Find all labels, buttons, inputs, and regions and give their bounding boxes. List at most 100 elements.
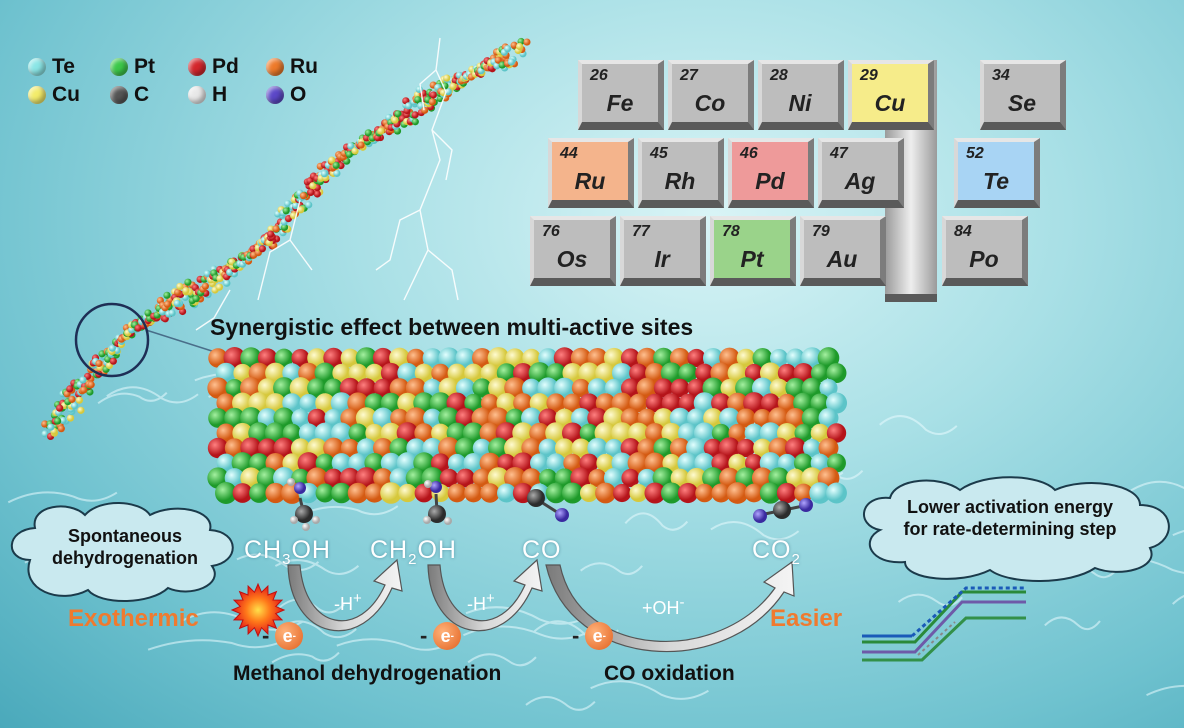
element-symbol: Cu: [874, 90, 906, 116]
atom: [324, 468, 343, 488]
atom: [391, 116, 399, 124]
atom: [406, 348, 426, 368]
atom: [801, 347, 823, 369]
atom: [424, 480, 432, 488]
atom: [203, 269, 211, 278]
atom: [545, 422, 567, 444]
atom: [703, 408, 723, 428]
atom: [305, 201, 313, 209]
methanol-dehydrogenation-label: Methanol dehydrogenation: [233, 662, 502, 685]
atom: [537, 377, 559, 399]
legend-item-pt: Pt: [110, 55, 188, 79]
atom: [555, 408, 574, 428]
atom: [411, 111, 419, 119]
atom-swatch-icon: [266, 58, 284, 76]
electron-icon: e-: [585, 622, 614, 650]
atom: [523, 38, 531, 46]
atom: [47, 423, 55, 431]
atom: [414, 96, 422, 104]
electron-icon: e-: [433, 622, 462, 650]
atom: [819, 378, 838, 398]
atom: [530, 453, 549, 473]
caustic-line: [710, 521, 800, 541]
atom: [786, 468, 805, 488]
atom: [825, 392, 848, 414]
atom: [328, 156, 336, 164]
atom: [207, 437, 229, 459]
atom: [380, 362, 402, 384]
atom: [404, 102, 413, 110]
atomic-number: 77: [632, 223, 650, 240]
atom: [320, 170, 329, 178]
atom: [794, 423, 813, 443]
atom: [295, 505, 313, 523]
atom: [488, 377, 509, 399]
atom: [661, 393, 682, 413]
atom: [620, 408, 641, 428]
atom: [776, 482, 798, 504]
atom: [216, 453, 236, 473]
atom: [554, 438, 575, 458]
atom: [687, 348, 706, 368]
atom: [272, 225, 280, 233]
atom: [297, 206, 305, 214]
atom: [355, 407, 378, 429]
atom: [510, 41, 518, 49]
atom: [356, 438, 377, 458]
atom: [66, 414, 75, 422]
atom: [405, 467, 427, 489]
atom: [653, 437, 674, 459]
atom: [736, 408, 756, 428]
atom: [785, 408, 806, 428]
atom: [637, 468, 657, 488]
atom: [192, 295, 200, 303]
atom: [464, 483, 483, 503]
atom: [555, 508, 569, 522]
atom: [216, 393, 236, 413]
element-symbol: Ni: [788, 90, 812, 116]
atom: [687, 378, 706, 398]
atom: [274, 348, 294, 368]
atom: [669, 407, 691, 429]
atom: [603, 347, 625, 369]
atom: [447, 363, 467, 383]
atom: [777, 363, 797, 383]
atomic-number: 76: [542, 223, 560, 240]
atom: [257, 348, 278, 368]
atom: [645, 393, 665, 413]
atom: [793, 362, 814, 384]
atom: [356, 378, 377, 398]
atom: [232, 483, 253, 503]
atom: [810, 393, 830, 413]
caustic-line: [296, 505, 399, 518]
atom: [472, 438, 492, 458]
atom: [786, 348, 805, 368]
atom: [307, 188, 315, 196]
atom: [801, 377, 823, 399]
atom: [826, 482, 847, 504]
atom: [377, 127, 385, 135]
atom: [718, 437, 741, 459]
atom: [769, 348, 789, 368]
atom: [216, 423, 236, 443]
atom: [444, 87, 452, 96]
atom: [595, 482, 616, 504]
atom: [291, 348, 310, 368]
atom: [291, 468, 310, 488]
atom: [357, 141, 365, 149]
caustic-line: [580, 562, 643, 575]
atom: [784, 437, 807, 459]
atom: [677, 422, 699, 444]
atom: [711, 393, 731, 413]
atom: [455, 347, 476, 369]
caustic-line: [147, 638, 289, 651]
element-symbol: Ag: [844, 168, 876, 194]
atom: [588, 468, 607, 488]
atomic-number: 78: [722, 223, 740, 240]
legend-item-h: H: [188, 83, 266, 107]
caustic-line: [274, 559, 360, 575]
atom: [660, 482, 683, 504]
